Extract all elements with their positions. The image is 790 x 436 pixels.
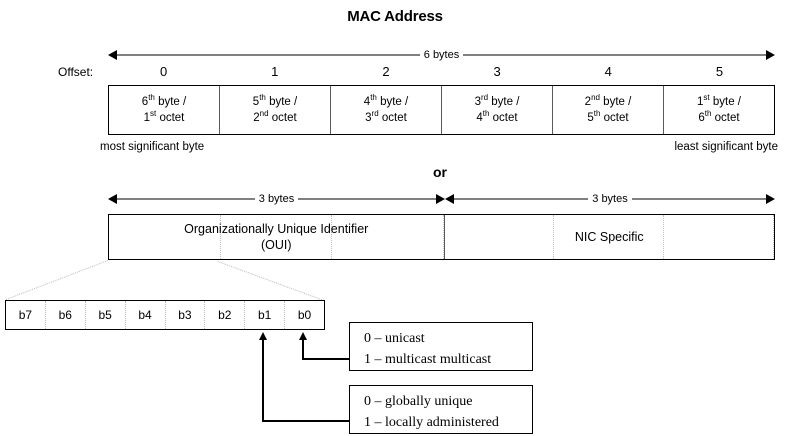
offset-label: Offset: — [58, 65, 94, 79]
b1-connector-vertical — [262, 340, 264, 421]
offset-value: 1 — [271, 64, 279, 79]
byte-cell-line2: 2nd octet — [253, 109, 297, 124]
arrow-head-right-icon — [766, 50, 775, 60]
nic-byte-cell — [664, 215, 774, 259]
unicast-callout-line2: 1 – multicast multicast — [364, 352, 492, 367]
oui-label: Organizationally Unique Identifier (OUI) — [109, 215, 444, 259]
byte-cell-line1: 1st byte / — [697, 93, 741, 108]
three-bytes-dimension-arrow-right: 3 bytes — [445, 192, 775, 206]
leader-line-right — [217, 261, 325, 301]
dimension-bar — [117, 54, 420, 56]
oui-byte-cell — [109, 215, 221, 259]
oui-section: Organizationally Unique Identifier (OUI) — [109, 215, 445, 259]
byte-cell-line1: 3rd byte / — [474, 93, 520, 108]
nic-byte-cell — [554, 215, 665, 259]
byte-cell-line2: 5th octet — [587, 109, 629, 124]
byte-cell: 4th byte / 3rd octet — [331, 86, 442, 134]
nic-section: NIC Specific — [445, 215, 775, 259]
bit-cell-b3: b3 — [166, 301, 206, 329]
arrow-head-right-icon — [436, 194, 445, 204]
b1-connector-horizontal — [262, 420, 350, 422]
offset-value: 4 — [604, 64, 612, 79]
byte-cell-line2: 4th octet — [476, 109, 518, 124]
dimension-bar — [117, 198, 255, 200]
byte-cell-line1: 6th byte / — [141, 93, 187, 108]
byte-cell-line1: 4th byte / — [363, 93, 409, 108]
arrow-head-right-icon — [766, 194, 775, 204]
six-bytes-label: 6 bytes — [423, 48, 460, 61]
bit-cell-b1: b1 — [245, 301, 286, 329]
oui-label-line1: Organizationally Unique Identifier — [184, 222, 369, 236]
most-significant-byte-label: most significant byte — [100, 141, 205, 153]
unicast-callout-line1: 0 – unicast — [364, 331, 425, 346]
bit-cell-b7: b7 — [6, 301, 46, 329]
three-bytes-label-left: 3 bytes — [258, 192, 295, 205]
dimension-bar — [298, 198, 436, 200]
b0-arrow-head-icon — [299, 332, 307, 340]
byte-cell-line1: 2nd byte / — [584, 93, 632, 108]
b0-connector-vertical — [302, 340, 304, 359]
byte-cell-line2: 6th octet — [698, 109, 740, 124]
nic-byte-cell — [445, 215, 555, 259]
scope-callout-box: 0 – globally unique 1 – locally administ… — [349, 385, 533, 434]
byte-table: 6th byte / 1st octet 5th byte / 2nd octe… — [108, 85, 775, 135]
scope-callout-line2: 1 – locally administered — [364, 415, 499, 430]
offset-value: 3 — [493, 64, 501, 79]
unicast-callout-box: 0 – unicast 1 – multicast multicast — [349, 322, 533, 371]
leader-line-left — [5, 260, 109, 300]
bit-cell-b5: b5 — [86, 301, 126, 329]
oui-label-line2: (OUI) — [260, 238, 292, 252]
least-significant-byte-label: least significant byte — [674, 141, 778, 153]
oui-byte-cell — [221, 215, 332, 259]
or-label: or — [433, 164, 447, 180]
dimension-bar — [454, 198, 589, 200]
three-bytes-dimension-arrow-left: 3 bytes — [108, 192, 445, 206]
nic-label: NIC Specific — [574, 230, 644, 244]
dimension-bar — [631, 198, 766, 200]
three-bytes-label-right: 3 bytes — [592, 192, 628, 205]
byte-cell: 5th byte / 2nd octet — [220, 86, 331, 134]
bit-cell-b4: b4 — [126, 301, 166, 329]
scope-callout-line1: 0 – globally unique — [364, 394, 473, 409]
split-dimension-arrows: 3 bytes 3 bytes — [108, 192, 775, 206]
arrow-head-left-icon — [108, 194, 117, 204]
byte-cell: 1st byte / 6th octet — [664, 86, 774, 134]
byte-cell-line2: 1st octet — [143, 109, 185, 124]
offset-value: 2 — [382, 64, 390, 79]
oui-byte-cell — [332, 215, 444, 259]
byte-cell: 3rd byte / 4th octet — [442, 86, 553, 134]
b0-connector-horizontal — [302, 358, 350, 360]
bit-cell-b2: b2 — [205, 301, 246, 329]
offset-value: 0 — [159, 64, 168, 79]
arrow-head-left-icon — [108, 50, 117, 60]
arrow-head-left-icon — [445, 194, 454, 204]
offset-row: 0 1 2 3 4 5 — [108, 64, 775, 79]
dimension-bar — [463, 54, 766, 56]
page-title: MAC Address — [347, 8, 443, 25]
bit-cell-b0: b0 — [297, 308, 312, 322]
six-bytes-dimension-arrow: 6 bytes — [108, 48, 775, 62]
byte-cell: 6th byte / 1st octet — [109, 86, 220, 134]
offset-value: 5 — [715, 64, 724, 79]
bit-cell-b6: b6 — [46, 301, 86, 329]
b1-arrow-head-icon — [259, 332, 267, 340]
byte-cell: 2nd byte / 5th octet — [553, 86, 664, 134]
byte-cell-line2: 3rd octet — [365, 109, 407, 124]
byte-cell-line1: 5th byte / — [252, 93, 298, 108]
oui-nic-table: Organizationally Unique Identifier (OUI)… — [108, 214, 775, 260]
bit-table: b7 b6 b5 b4 b3 b2 b1 b0 — [5, 300, 325, 330]
